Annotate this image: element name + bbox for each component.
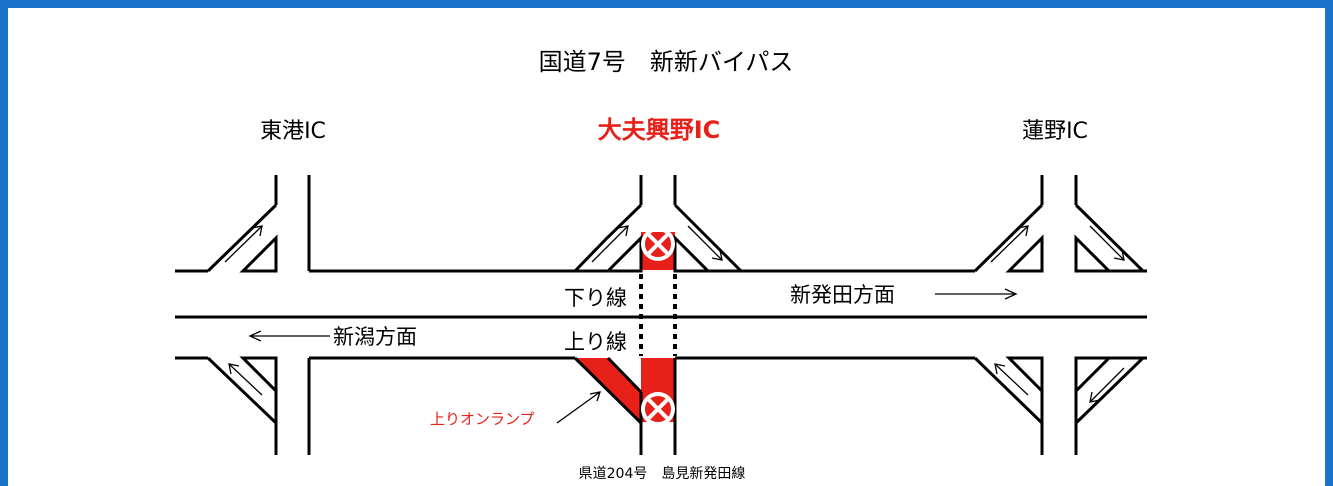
- interchange-right: [973, 175, 1145, 455]
- ic-label-right: 蓮野IC: [1022, 119, 1088, 144]
- interchange-left: [206, 175, 311, 455]
- closed-ramp-top-icon: [641, 227, 675, 261]
- ic-label-center: 大夫興野IC: [598, 116, 721, 144]
- crossroad-label: 県道204号 島見新発田線: [579, 466, 746, 482]
- ic-label-left: 東港IC: [260, 119, 326, 144]
- ramp-pointer-arrow-icon: [556, 391, 601, 424]
- closed-up-crossroad-fill: [641, 358, 675, 422]
- interchange-center: [573, 175, 743, 455]
- lane-label-up: 上り線: [564, 330, 627, 354]
- ramp-label: 上りオンランプ: [430, 410, 535, 428]
- lane-label-down: 下り線: [564, 286, 627, 310]
- diagram-title: 国道7号 新新バイパス: [539, 48, 794, 76]
- highway: [175, 269, 1147, 360]
- closed-down-offramp-fill: [641, 232, 675, 270]
- direction-label-east: 新発田方面: [790, 283, 895, 307]
- closed-ramp-bottom-icon: [641, 392, 675, 426]
- direction-label-west: 新潟方面: [333, 325, 417, 349]
